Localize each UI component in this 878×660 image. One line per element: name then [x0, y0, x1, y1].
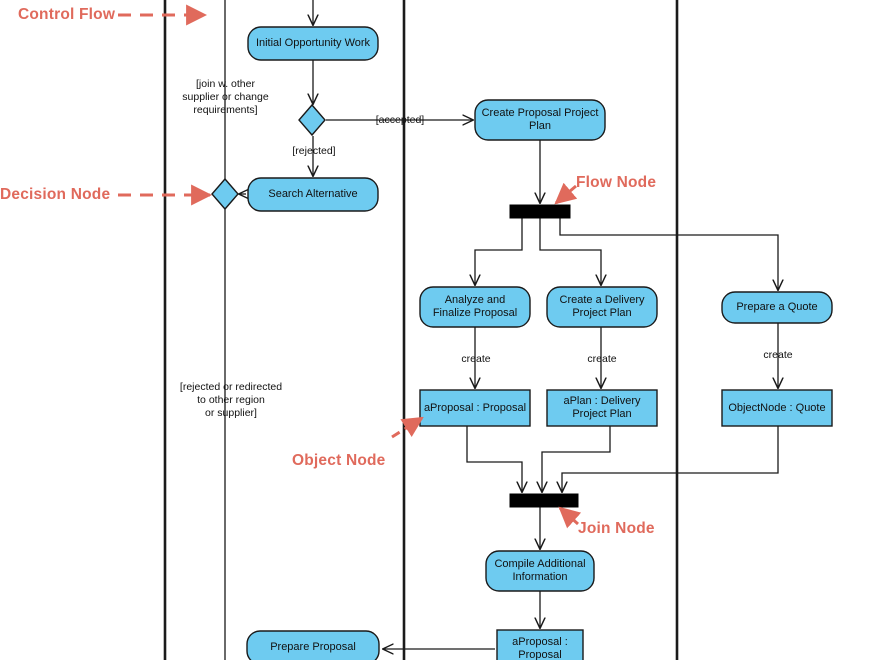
edge-label-accepted: [accepted]	[375, 114, 425, 126]
shape-aproposal-proposal-2[interactable]	[496, 629, 584, 660]
fork-join-bars	[509, 204, 579, 508]
edge-label-create-1: create	[461, 353, 491, 365]
edge-aplan-to-join	[542, 426, 611, 492]
shape-create-a-delivery-project-plan[interactable]	[546, 286, 658, 328]
edge-label-create-3: create	[763, 349, 793, 361]
annotation-decision-node: Decision Node	[0, 186, 111, 203]
shape-prepare-a-quote[interactable]	[721, 291, 833, 324]
shape-initial-opportunity-work[interactable]	[247, 26, 379, 61]
edge-label-create-2: create	[587, 353, 617, 365]
shape-search-alternative[interactable]	[247, 177, 379, 212]
shape-create-proposal-project-plan[interactable]	[474, 99, 606, 141]
edge-aproposal-to-join	[466, 426, 522, 492]
shape-compile-additional-information[interactable]	[485, 550, 595, 592]
leader-flow-node	[554, 182, 578, 205]
activity-node-shapes	[246, 26, 833, 660]
annotation-leaders	[118, 4, 582, 529]
edge-objectnode-to-join	[562, 426, 779, 492]
leader-object-node	[391, 416, 424, 439]
edge-label-join-w-other-supplier: [join w. other supplier or change requir…	[182, 78, 269, 116]
decision-nodes	[211, 103, 326, 211]
shape-analyze-and-finalize-proposal[interactable]	[419, 286, 531, 328]
annotation-flow-node: Flow Node	[576, 174, 657, 191]
edge-fork-to-delivery-plan	[539, 218, 601, 285]
edge-label-rejected-or-redirected: [rejected or redirected to other region …	[179, 381, 283, 419]
control-flow-edges	[239, 0, 778, 649]
edge-fork-to-analyze	[475, 218, 523, 285]
swimlane-dividers	[163, 0, 679, 660]
decision-merge-search	[211, 177, 239, 211]
fork-node	[509, 204, 571, 219]
shape-objectnode-quote[interactable]	[721, 389, 833, 427]
shape-aplan-delivery-project-plan[interactable]	[546, 389, 658, 427]
shape-prepare-proposal[interactable]	[246, 630, 380, 660]
decision-accept-reject	[298, 103, 326, 137]
join-node-bar	[509, 493, 579, 508]
annotation-join-node: Join Node	[578, 520, 655, 537]
object-node-shapes	[419, 389, 833, 660]
shape-aproposal-proposal[interactable]	[419, 389, 531, 427]
edge-label-rejected: [rejected]	[292, 145, 336, 157]
leader-join-node	[558, 506, 582, 529]
annotation-control-flow: Control Flow	[18, 6, 116, 23]
annotation-object-node: Object Node	[292, 452, 386, 469]
edge-fork-to-prepare-quote	[559, 218, 778, 290]
